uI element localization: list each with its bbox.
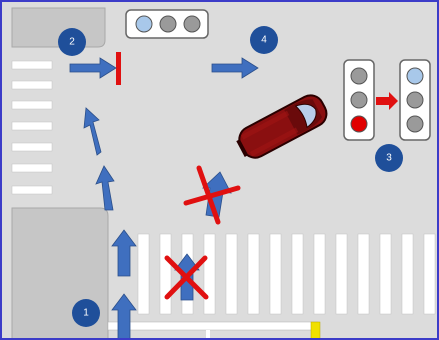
traffic-light-icon xyxy=(125,9,209,39)
light-off xyxy=(406,91,424,109)
cross-icon xyxy=(183,165,241,225)
lane-divider xyxy=(206,330,210,340)
zebra-crossing-left xyxy=(11,60,53,195)
light-off xyxy=(350,91,368,109)
light-off xyxy=(406,115,424,133)
red-arrow-icon xyxy=(376,92,398,110)
marker-4-label: 4 xyxy=(261,35,267,46)
light-red xyxy=(350,115,368,133)
light-off xyxy=(350,67,368,85)
yellow-marker xyxy=(310,321,321,340)
arrow-icon xyxy=(83,107,102,156)
marker-4: 4 xyxy=(250,26,278,54)
marker-3: 3 xyxy=(375,144,403,172)
traffic-light-icon xyxy=(343,59,375,141)
car-icon xyxy=(236,94,328,159)
marker-1: 1 xyxy=(72,299,100,327)
stop-line xyxy=(116,52,121,85)
marker-2: 2 xyxy=(58,28,86,56)
lane-line-bottom xyxy=(107,321,319,331)
cross-icon xyxy=(164,255,209,300)
marker-2-label: 2 xyxy=(69,37,75,48)
arrow-icon xyxy=(111,293,137,340)
light-blue xyxy=(406,67,424,85)
marker-1-label: 1 xyxy=(83,308,89,319)
light-off xyxy=(183,15,201,33)
light-off xyxy=(159,15,177,33)
arrow-icon xyxy=(111,229,137,277)
light-blue xyxy=(135,15,153,33)
arrow-icon xyxy=(95,165,115,211)
traffic-light-icon xyxy=(399,59,431,141)
zebra-crossing-bottom xyxy=(137,233,436,315)
arrow-icon xyxy=(69,57,117,79)
arrow-icon xyxy=(211,57,259,79)
marker-3-label: 3 xyxy=(386,153,392,164)
